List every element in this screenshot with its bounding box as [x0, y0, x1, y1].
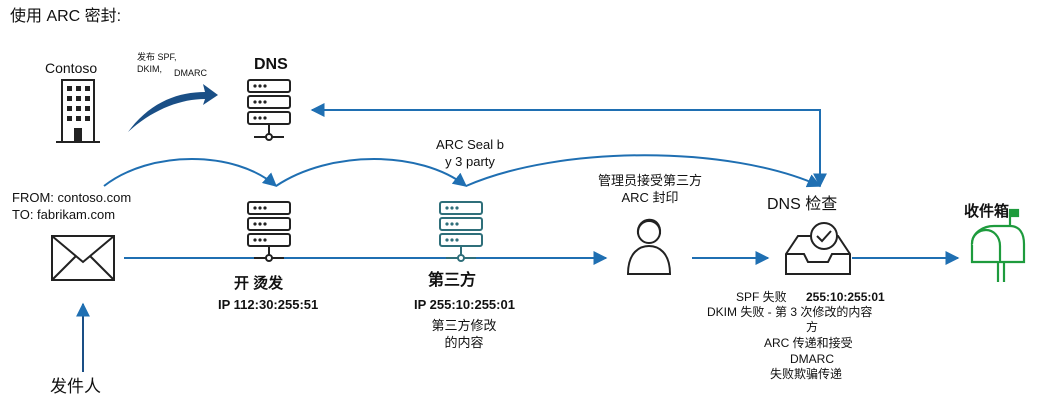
admin-person-icon	[626, 218, 672, 275]
publish-arrow	[128, 84, 218, 132]
contoso-label: Contoso	[45, 60, 98, 76]
third-party-server-icon	[439, 201, 483, 262]
relay-name: 开 烫发	[234, 275, 284, 292]
mailbox-icon	[970, 208, 1026, 282]
dns-server-icon	[247, 79, 291, 141]
diagram-title: 使用 ARC 密封:	[10, 8, 122, 25]
third-party-name: 第三方	[428, 272, 477, 289]
dns-check-icon	[785, 222, 851, 275]
inbox-label: 收件箱	[964, 203, 1010, 220]
dns-lookup-arrow	[310, 103, 827, 188]
dns-check-ip: 255:10:255:01	[806, 290, 885, 304]
publish-label-1: 发布 SPF,	[137, 52, 177, 62]
envelope-icon	[51, 235, 115, 281]
dns-check-dmarc-result: 失败欺骗传递	[770, 367, 843, 381]
dns-label: DNS	[254, 56, 288, 73]
arc-seal-label-1: ARC Seal b	[436, 137, 504, 152]
dns-check-label: DNS 检查	[767, 196, 838, 213]
publish-label-2: DKIM,	[137, 64, 163, 74]
dns-check-dmarc: DMARC	[790, 352, 834, 366]
relay-ip: IP 112:30:255:51	[218, 297, 319, 312]
sender-from: FROM: contoso.com	[12, 190, 132, 205]
arc-seal-label-2: y 3 party	[445, 154, 495, 169]
arc-seal-arcs	[103, 154, 822, 188]
dns-check-dkim: DKIM 失败 - 第 3 次修改的内容	[707, 305, 873, 319]
third-party-note-2: 的内容	[444, 335, 484, 350]
dns-check-dkim-cont: 方	[806, 320, 819, 334]
publish-label-3: DMARC	[174, 68, 207, 78]
sender-label: 发件人	[50, 377, 101, 396]
building-icon	[56, 79, 100, 143]
admin-label-2: ARC 封印	[621, 190, 679, 205]
dns-check-arc: ARC 传递和接受	[764, 336, 853, 350]
dns-check-spf: SPF 失败	[736, 290, 787, 304]
third-party-ip: IP 255:10:255:01	[414, 297, 515, 312]
third-party-note-1: 第三方修改	[431, 318, 497, 333]
admin-label-1: 管理员接受第三方	[597, 173, 702, 188]
sender-to: TO: fabrikam.com	[12, 207, 116, 222]
relay-server-icon	[247, 201, 291, 262]
